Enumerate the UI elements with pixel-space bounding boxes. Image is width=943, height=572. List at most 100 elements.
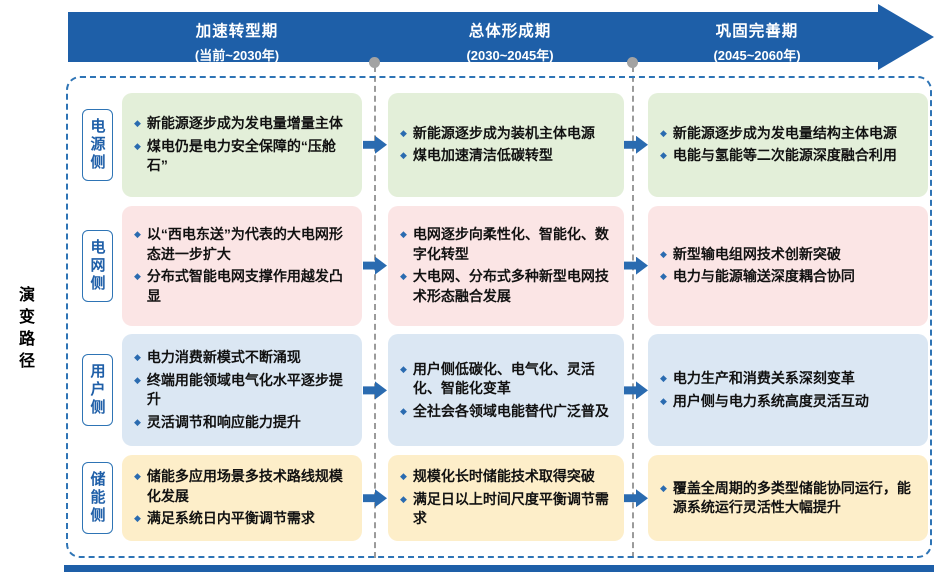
bullet-text: 以“西电东送”为代表的大电网形态进一步扩大: [146, 225, 343, 262]
row-storage: 储能侧◆储能多应用场景多技术路线规模化发展◆满足系统日内平衡调节需求◆规模化长时…: [72, 455, 930, 542]
diamond-bullet-icon: ◆: [400, 493, 407, 504]
flow-arrow-icon: [624, 489, 648, 508]
bullet-item: ◆ 分布式智能电网支撑作用越发凸显: [134, 267, 350, 306]
diamond-bullet-icon: ◆: [134, 471, 141, 482]
row-label-column: 储能侧: [72, 455, 122, 541]
bullet-item: ◆灵活调节和响应能力提升: [134, 413, 350, 433]
flow-arrow-column: [362, 455, 388, 541]
flow-arrow-icon: [363, 256, 387, 275]
bullet-item: ◆ 以“西电东送”为代表的大电网形态进一步扩大: [134, 225, 350, 264]
bullet-item: ◆ 满足日以上时间尺度平衡调节需求: [400, 490, 612, 529]
bullet-text: 煤电加速清洁低碳转型: [412, 147, 553, 164]
bullet-item: ◆ 用户侧与电力系统高度灵活互动: [660, 392, 916, 412]
bullet-item: ◆新能源逐步成为发电量增量主体: [134, 114, 350, 134]
diamond-bullet-icon: ◆: [400, 271, 407, 282]
bullet-item: ◆ 新能源逐步成为发电量结构主体电源: [660, 124, 916, 144]
period-title: 巩固完善期: [715, 23, 799, 40]
content-board: 电源侧◆新能源逐步成为发电量增量主体◆煤电仍是电力安全保障的“压舱石”◆新能源逐…: [66, 76, 932, 558]
flow-arrow-column: [624, 334, 648, 446]
bullet-item: ◆ 电网逐步向柔性化、智能化、数字化转型: [400, 225, 612, 264]
bullet-text: 新能源逐步成为发电量结构主体电源: [672, 124, 897, 141]
row-user: 用户侧 ◆ 电力消费新模式不断涌现 ◆ 终端用能领域电气化水平逐步提升 ◆灵活调节和响应能…: [72, 334, 930, 447]
bullet-item: ◆满足系统日内平衡调节需求: [134, 509, 350, 529]
row-grid: 电网侧 ◆ 以“西电东送”为代表的大电网形态进一步扩大 ◆ 分布式智能电网支撑作用越发凸…: [72, 205, 930, 326]
bullet-item: ◆电力生产和消费关系深刻变革: [660, 369, 916, 389]
row-label-user: 用户侧: [81, 354, 113, 427]
timeline-milestone-dot-icon: [369, 57, 380, 68]
diamond-bullet-icon: ◆: [400, 150, 407, 161]
bullet-item: ◆ 终端用能领域电气化水平逐步提升: [134, 371, 350, 410]
diamond-bullet-icon: ◆: [660, 248, 667, 259]
period-subtitle: (2045~2060年): [713, 48, 801, 63]
period-title: 总体形成期: [468, 23, 552, 40]
bullet-text: 电网逐步向柔性化、智能化、数字化转型: [412, 225, 609, 262]
bullet-text: 分布式智能电网支撑作用越发凸显: [146, 268, 343, 304]
bullet-item: ◆ 电力消费新模式不断涌现: [134, 348, 350, 368]
bullet-item: ◆ 规模化长时储能技术取得突破: [400, 467, 612, 487]
cell-power-source-period-1: ◆新能源逐步成为发电量增量主体 ◆ 煤电仍是电力安全保障的“压舱石”: [122, 92, 362, 197]
bullet-text: 满足日以上时间尺度平衡调节需求: [412, 490, 609, 527]
bullet-item: ◆新型输电组网技术创新突破: [660, 245, 916, 265]
diamond-bullet-icon: ◆: [660, 271, 667, 282]
period-subtitle: (2030~2045年): [466, 48, 554, 63]
flow-arrow-icon: [363, 135, 387, 154]
flow-arrow-column: [624, 206, 648, 326]
column-divider-dashed-line: [374, 66, 376, 558]
diamond-bullet-icon: ◆: [660, 127, 667, 138]
cell-grid-period-1: ◆ 以“西电东送”为代表的大电网形态进一步扩大 ◆ 分布式智能电网支撑作用越发凸显: [122, 205, 362, 326]
cell-user-period-1: ◆ 电力消费新模式不断涌现 ◆ 终端用能领域电气化水平逐步提升 ◆灵活调节和响应能力提升: [122, 334, 362, 447]
bullet-item: ◆覆盖全周期的多类型储能协同运行，能源系统运行灵活性大幅提升: [660, 479, 916, 518]
flow-arrow-icon: [363, 381, 387, 400]
bullet-text: 新能源逐步成为装机主体电源: [412, 124, 595, 141]
period-subtitle: (当前~2030年): [194, 48, 280, 63]
flow-arrow-icon: [363, 489, 387, 508]
diamond-bullet-icon: ◆: [134, 271, 141, 282]
cell-power-source-period-3: ◆ 新能源逐步成为发电量结构主体电源 ◆ 电能与氢能等二次能源深度融合利用: [648, 92, 928, 197]
diamond-bullet-icon: ◆: [134, 374, 141, 385]
cell-user-period-2: ◆用户侧低碳化、电气化、灵活化、智能化变革 ◆全社会各领域电能替代广泛普及: [388, 334, 624, 447]
bullet-item: ◆ 煤电加速清洁低碳转型: [400, 146, 612, 166]
flow-arrow-column: [362, 334, 388, 446]
bullet-text: 电能与氢能等二次能源深度融合利用: [672, 147, 897, 164]
bullet-text: 覆盖全周期的多类型储能协同运行，能源系统运行灵活性大幅提升: [672, 479, 911, 516]
row-label-column: 电源侧: [72, 93, 122, 197]
diamond-bullet-icon: ◆: [134, 352, 141, 363]
bullet-text: 电力消费新模式不断涌现: [146, 349, 301, 366]
cell-power-source-period-2: ◆ 新能源逐步成为装机主体电源 ◆ 煤电加速清洁低碳转型: [388, 92, 624, 197]
bullet-item: ◆ 煤电仍是电力安全保障的“压舱石”: [134, 137, 350, 176]
diamond-bullet-icon: ◆: [660, 395, 667, 406]
timeline-arrow-body: [68, 12, 880, 62]
cell-storage-period-1: ◆ 储能多应用场景多技术路线规模化发展 ◆满足系统日内平衡调节需求: [122, 455, 362, 542]
bullet-text: 储能多应用场景多技术路线规模化发展: [146, 468, 343, 504]
bullet-item: ◆用户侧低碳化、电气化、灵活化、智能化变革: [400, 360, 612, 399]
axis-label-evolution-path: 演变路径: [16, 286, 33, 374]
bullet-text: 煤电仍是电力安全保障的“压舱石”: [146, 137, 336, 174]
flow-arrow-column: [624, 455, 648, 541]
bullet-text: 大电网、分布式多种新型电网技术形态融合发展: [412, 268, 609, 304]
diamond-bullet-icon: ◆: [400, 405, 407, 416]
bullet-item: ◆全社会各领域电能替代广泛普及: [400, 402, 612, 422]
diamond-bullet-icon: ◆: [134, 140, 141, 151]
bullet-text: 满足系统日内平衡调节需求: [146, 510, 315, 527]
bullet-text: 用户侧与电力系统高度灵活互动: [672, 392, 869, 409]
diamond-bullet-icon: ◆: [134, 228, 141, 239]
row-label-column: 电网侧: [72, 206, 122, 326]
cell-grid-period-3: ◆新型输电组网技术创新突破◆电力与能源输送深度耦合协同: [648, 205, 928, 326]
flow-arrow-icon: [624, 135, 648, 154]
diamond-bullet-icon: ◆: [400, 228, 407, 239]
cell-grid-period-2: ◆ 电网逐步向柔性化、智能化、数字化转型 ◆ 大电网、分布式多种新型电网技术形态融合发…: [388, 205, 624, 326]
bullet-text: 规模化长时储能技术取得突破: [412, 468, 595, 485]
bullet-text: 终端用能领域电气化水平逐步提升: [146, 371, 343, 408]
diamond-bullet-icon: ◆: [134, 416, 141, 427]
bullet-item: ◆ 储能多应用场景多技术路线规模化发展: [134, 467, 350, 506]
diamond-bullet-icon: ◆: [660, 150, 667, 161]
diamond-bullet-icon: ◆: [400, 471, 407, 482]
timeline-milestone-dot-icon: [627, 57, 638, 68]
diamond-bullet-icon: ◆: [400, 363, 407, 374]
row-label-power-source: 电源侧: [81, 108, 113, 181]
bullet-item: ◆电力与能源输送深度耦合协同: [660, 267, 916, 287]
bullet-item: ◆ 电能与氢能等二次能源深度融合利用: [660, 146, 916, 166]
flow-arrow-icon: [624, 381, 648, 400]
diamond-bullet-icon: ◆: [660, 373, 667, 384]
